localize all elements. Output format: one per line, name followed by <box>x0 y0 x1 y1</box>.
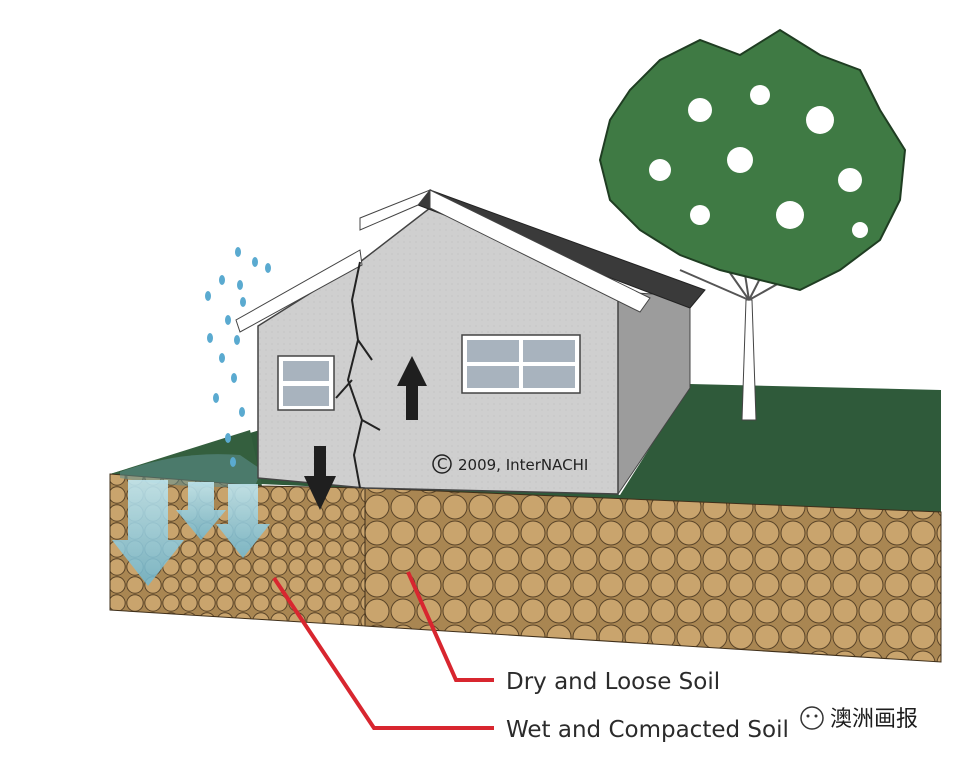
lift-up-arrow <box>397 356 427 420</box>
rain-drops <box>205 247 271 467</box>
water-puddle <box>120 454 262 487</box>
window-left <box>277 355 335 411</box>
watermark: 澳洲画报 <box>800 706 918 732</box>
copyright-symbol-circle <box>432 454 452 474</box>
label-wet-soil: Wet and Compacted Soil <box>506 717 789 743</box>
pointer-line-dry-soil <box>406 571 494 682</box>
window-right <box>461 334 581 394</box>
loose-soil-section <box>364 487 942 663</box>
wechat-icon <box>800 706 824 730</box>
house-front-wall <box>257 207 619 495</box>
pointer-line-wet-soil <box>272 576 494 730</box>
copyright-symbol: C <box>437 455 447 473</box>
copyright-text: 2009, InterNACHI <box>458 456 588 474</box>
water-infiltration-arrows <box>112 480 270 586</box>
settle-down-arrow <box>304 446 336 510</box>
roof-fascia <box>359 188 432 231</box>
roof-eave-left <box>235 249 363 333</box>
tree <box>598 28 907 421</box>
label-dry-soil: Dry and Loose Soil <box>506 669 720 695</box>
house: C 2009, InterNACHI <box>235 188 706 510</box>
roof-eave-front <box>429 189 651 313</box>
wall-crack <box>335 261 381 489</box>
watermark-text: 澳洲画报 <box>830 707 918 732</box>
